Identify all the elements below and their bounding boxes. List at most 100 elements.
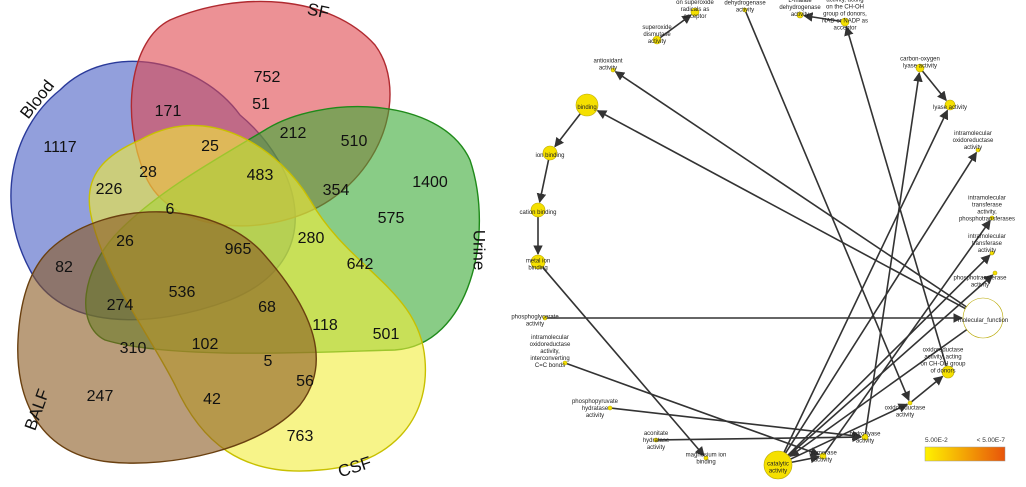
region-count: 280 [298, 230, 325, 247]
node-superoxide-dismutase[interactable] [652, 35, 662, 45]
legend-high-label: < 5.00E-7 [977, 437, 1006, 444]
venn-sets [10, 0, 481, 472]
node-intramolecular-phospho[interactable] [989, 215, 995, 221]
node-phosphotransferase[interactable] [992, 270, 998, 276]
region-count: 25 [201, 138, 219, 155]
region-count: 310 [120, 340, 147, 357]
node-lyase[interactable] [944, 99, 956, 111]
region-count: 68 [258, 299, 276, 316]
region-count: 763 [287, 428, 314, 445]
node-dehydrogenase[interactable] [742, 7, 748, 13]
region-count: 5 [264, 353, 273, 370]
node-isomerase[interactable] [819, 452, 827, 460]
legend-gradient-bar [924, 446, 1006, 462]
node-intramolecular-oxido[interactable] [562, 360, 568, 366]
network-edge [611, 407, 862, 441]
network-edge [787, 254, 991, 456]
node-oxido-choh[interactable] [941, 365, 955, 379]
region-count: 171 [155, 103, 182, 120]
network-edge [614, 71, 967, 308]
node-antioxidant[interactable] [610, 67, 616, 73]
legend-low-label: 5.00E-2 [925, 437, 948, 444]
region-count: 26 [116, 233, 134, 250]
network-edge [803, 12, 842, 23]
set-label-sf: SF [306, 0, 331, 23]
network-edge [659, 14, 692, 39]
region-count: 102 [192, 336, 219, 353]
node-molecular-function[interactable] [962, 297, 1004, 339]
venn-region-counts: 1117 752 1400 763 247 171 51 212 510 25 … [43, 69, 448, 445]
region-count: 56 [296, 373, 314, 390]
region-count: 51 [252, 96, 270, 113]
network-edge [824, 219, 991, 455]
node-label: ion binding [535, 153, 564, 159]
node-hydrolyase[interactable] [861, 433, 869, 441]
region-count: 354 [323, 182, 350, 199]
network-edge [911, 375, 944, 403]
region-count: 575 [378, 210, 405, 227]
region-count: 28 [139, 164, 157, 181]
network-edge [790, 403, 909, 460]
region-count: 642 [347, 256, 374, 273]
node-magnesium[interactable] [703, 455, 709, 461]
region-count: 82 [55, 259, 73, 276]
node-oxido-superoxide[interactable] [690, 7, 700, 17]
network-edge [844, 25, 948, 367]
region-count: 965 [225, 241, 252, 258]
network-edge [789, 329, 968, 457]
network-edge [536, 159, 550, 204]
node-metal[interactable] [530, 254, 546, 270]
node-cation[interactable] [530, 202, 546, 218]
set-label-urine: Urine [470, 230, 489, 271]
network-edge [541, 266, 705, 457]
node-ion[interactable] [542, 145, 558, 161]
network-edge [596, 109, 966, 310]
node-phosphopyruvate[interactable] [607, 405, 613, 411]
network-edge [554, 113, 581, 148]
region-count: 1117 [43, 139, 76, 156]
node-carbon-oxygen[interactable] [915, 63, 925, 73]
node-binding[interactable] [575, 93, 599, 117]
node-intramolecular-trans[interactable] [989, 250, 995, 256]
network-edge [657, 432, 862, 442]
region-count: 6 [166, 201, 175, 218]
region-count: 226 [96, 181, 123, 198]
region-count: 752 [254, 69, 281, 86]
node-intramolecular-oxido2[interactable] [975, 147, 981, 153]
region-count: 483 [247, 167, 274, 184]
region-count: 510 [341, 133, 368, 150]
node-oxidoreductase[interactable] [907, 400, 913, 406]
node-catalytic[interactable] [763, 450, 793, 480]
network-edge [566, 362, 821, 457]
node-l-malate[interactable] [796, 11, 804, 19]
network-edge [864, 71, 923, 435]
network-edge [784, 151, 978, 454]
node-aconitate[interactable] [653, 437, 659, 443]
pvalue-legend: 5.00E-2 < 5.00E-7 [924, 437, 1006, 462]
node-phosphoglycerate[interactable] [542, 315, 548, 321]
node-oxido-nad[interactable] [840, 17, 850, 27]
network-edge [921, 70, 947, 102]
venn-diagram: Blood SF Urine CSF BALF 1117 752 1400 76… [10, 0, 489, 481]
network-edge [783, 109, 949, 453]
